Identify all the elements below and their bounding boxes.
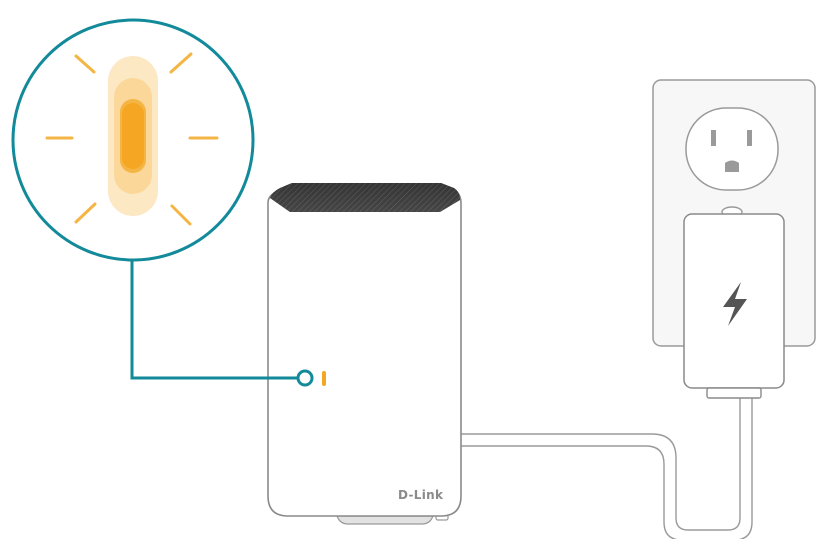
power-cable bbox=[458, 398, 753, 539]
power-adapter bbox=[683, 206, 785, 399]
outlet-slot-left bbox=[711, 130, 716, 146]
lightning-bolt-icon bbox=[723, 282, 747, 326]
led-indicator bbox=[122, 103, 144, 169]
outlet-ground-hole bbox=[725, 160, 739, 172]
led-zoom-callout bbox=[11, 18, 255, 262]
adapter-strain-relief bbox=[706, 387, 762, 399]
router: D-Link bbox=[267, 183, 462, 525]
router-brand-label: D-Link bbox=[398, 488, 444, 502]
led-glow-rays bbox=[45, 52, 219, 226]
callout-anchor bbox=[296, 369, 314, 387]
router-status-led bbox=[322, 371, 326, 386]
outlet-slot-right bbox=[747, 130, 752, 146]
callout-pointer bbox=[130, 260, 314, 387]
router-body bbox=[267, 183, 462, 517]
power-outlet-icon bbox=[685, 107, 779, 191]
